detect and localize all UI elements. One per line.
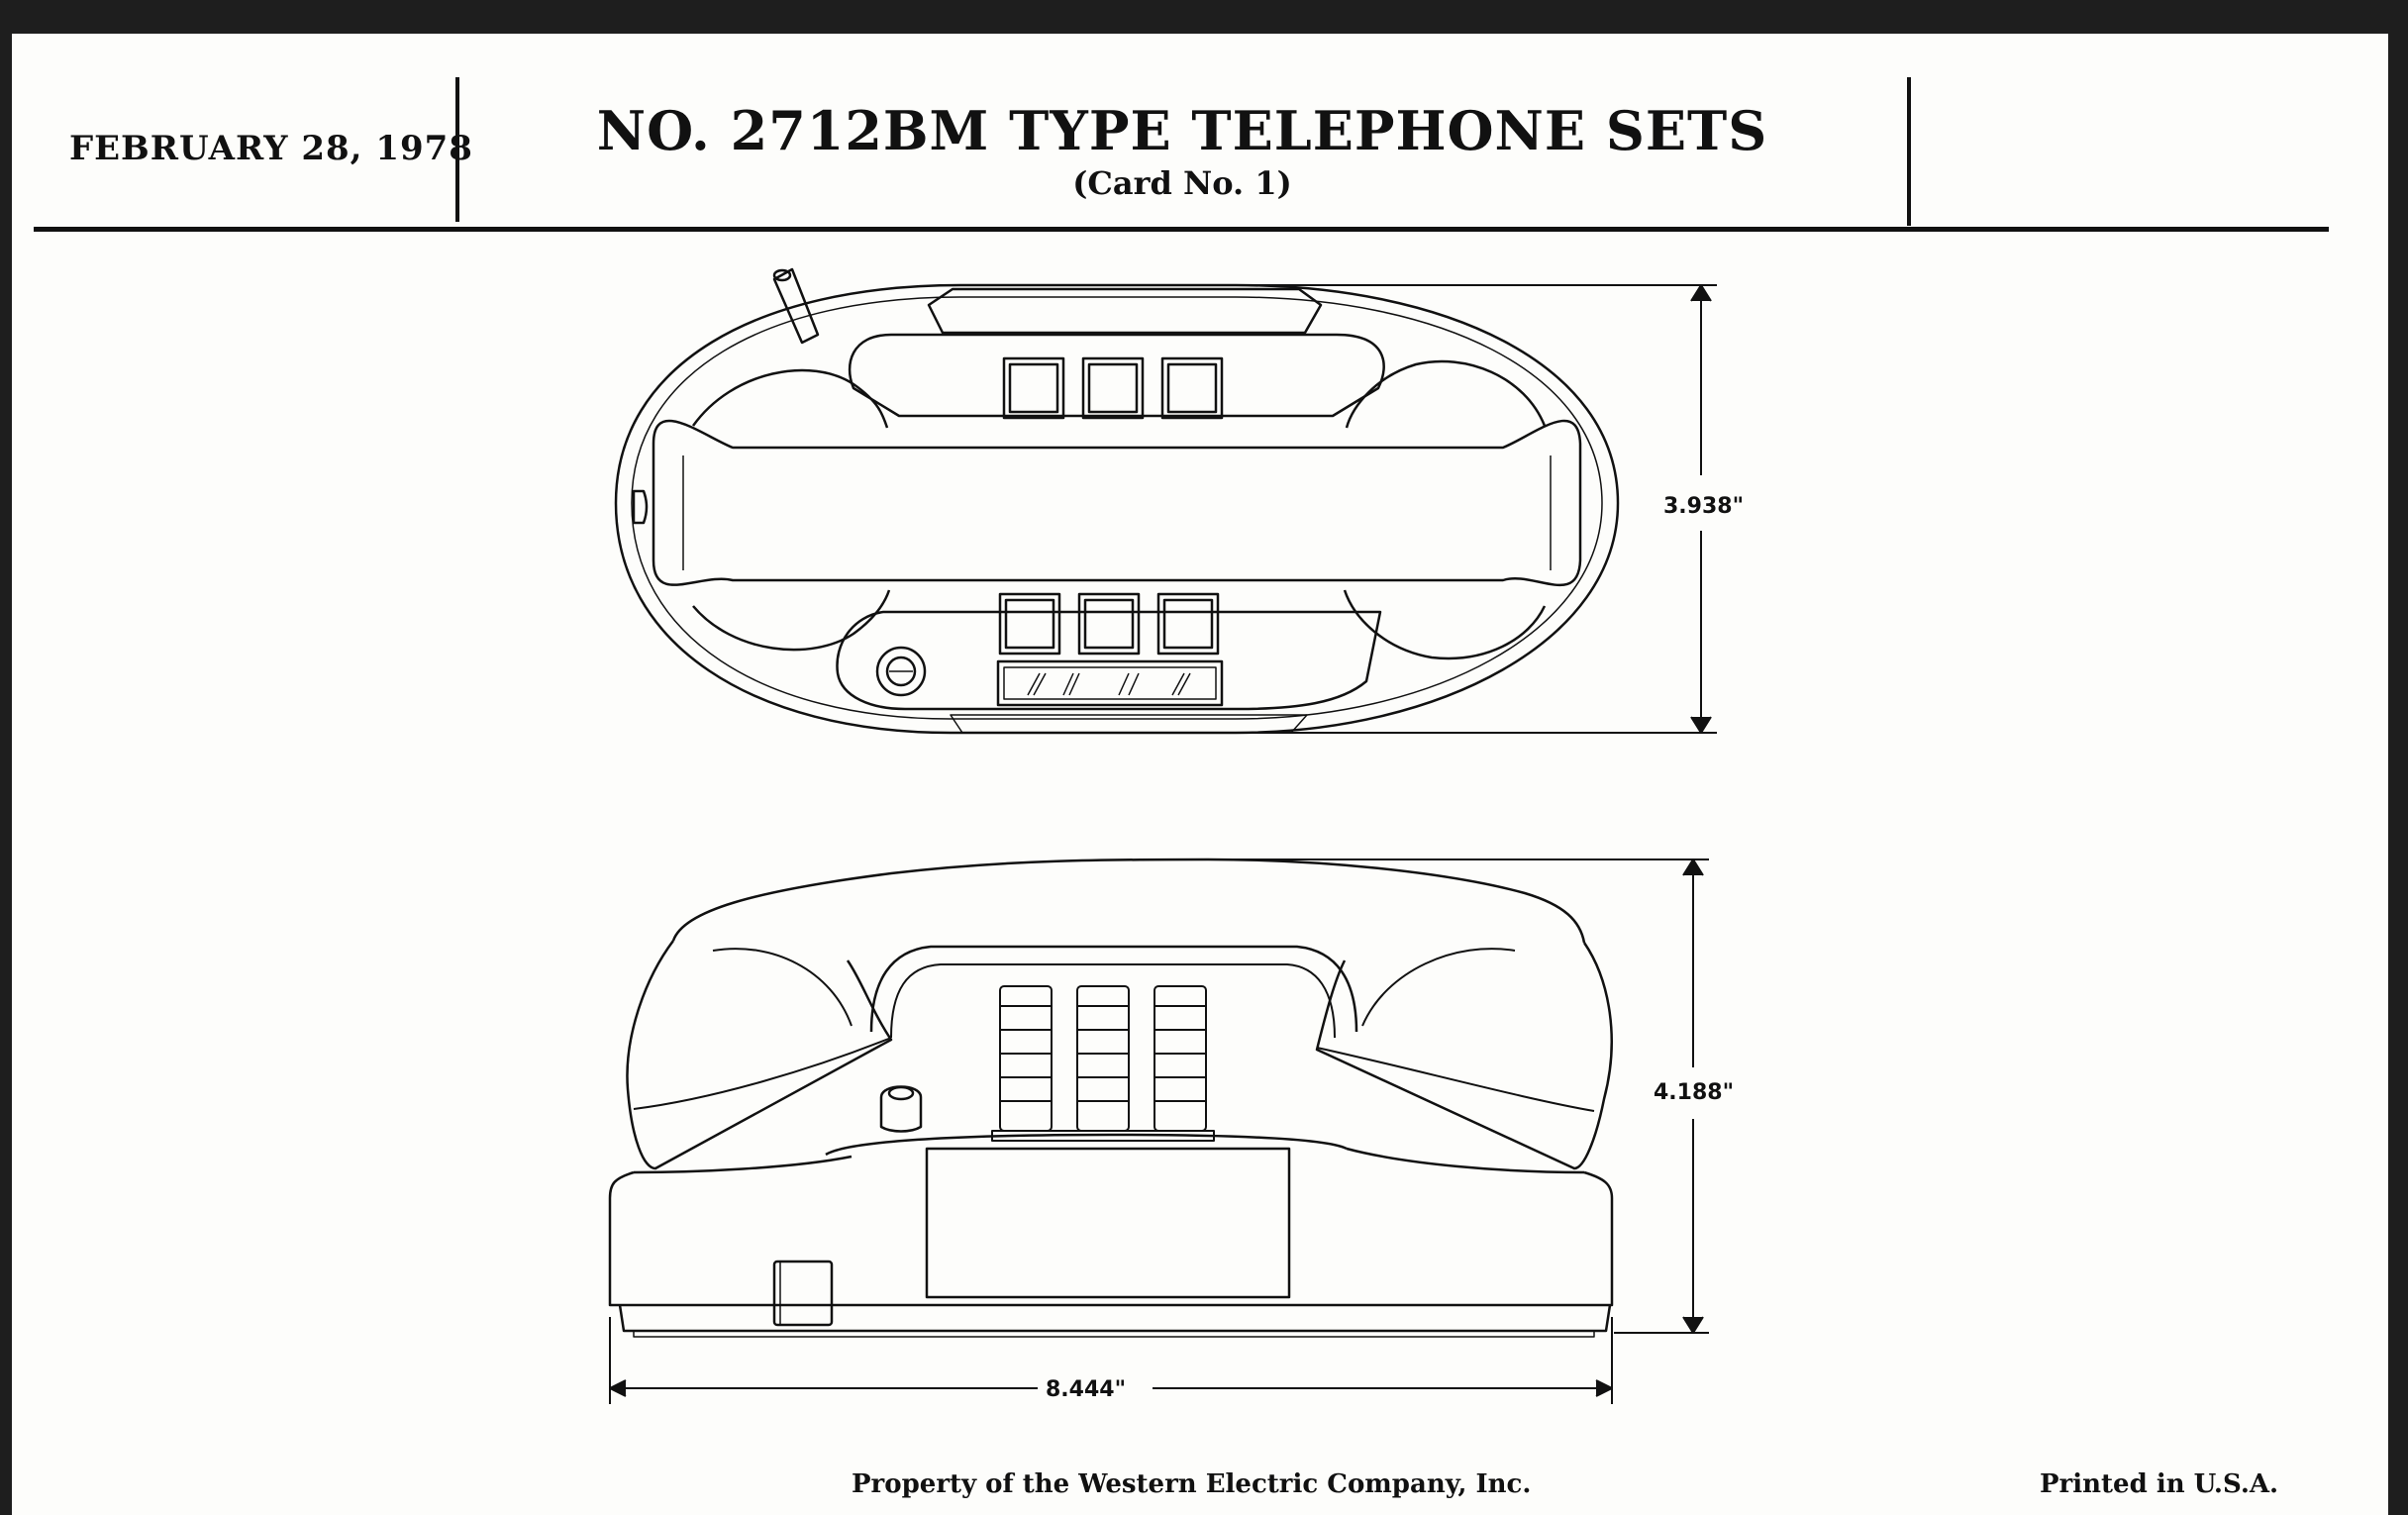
header-divider-left	[455, 77, 459, 222]
dimension-label-side-height: 4.188"	[1654, 1080, 1734, 1105]
dimension-lines	[609, 284, 1717, 1404]
header-divider-right	[1907, 77, 1911, 226]
header-rule	[34, 227, 2329, 232]
spec-card	[12, 34, 2388, 1515]
footer-property-notice: Property of the Western Electric Company…	[852, 1469, 1532, 1499]
page-subtitle: (Card No. 1)	[1072, 164, 1292, 202]
page-title: NO. 2712BM TYPE TELEPHONE SETS	[596, 99, 1768, 162]
dimension-label-width: 8.444"	[1046, 1377, 1126, 1402]
side-view-telephone	[608, 858, 1614, 1338]
top-view-telephone	[614, 267, 1620, 735]
footer-print-notice: Printed in U.S.A.	[2040, 1469, 2279, 1499]
dimension-label-top-height: 3.938"	[1663, 494, 1744, 519]
header-date: FEBRUARY 28, 1978	[69, 129, 473, 168]
